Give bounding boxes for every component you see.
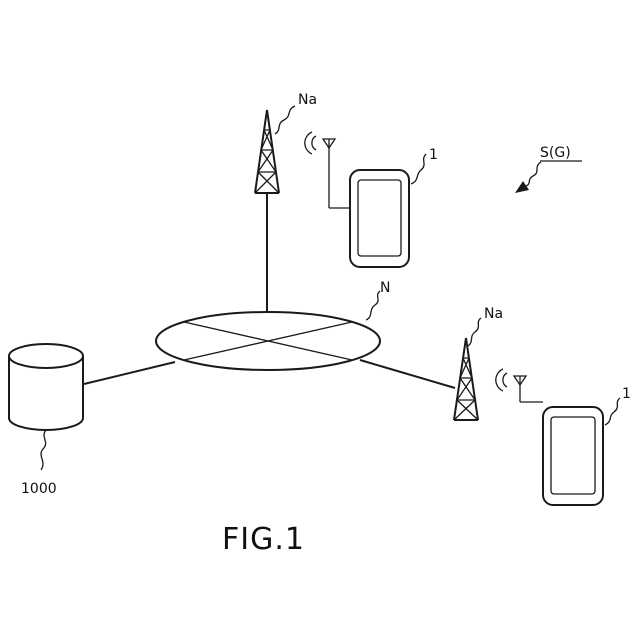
leader-terminal-right [605, 398, 620, 425]
server-link [84, 362, 175, 384]
leader-tower-top [275, 106, 295, 134]
system-arrow [515, 161, 582, 193]
mobile-terminal-top [350, 170, 409, 267]
label-tower-right: Na [484, 306, 503, 322]
leader-tower-right [468, 318, 481, 346]
label-network: N [380, 280, 390, 296]
base-station-tower-top [255, 110, 279, 193]
mobile-terminal-right [543, 407, 603, 505]
label-terminal-right: 1 [622, 386, 631, 402]
leader-server [41, 430, 46, 470]
antenna-right [496, 369, 543, 402]
label-terminal-top: 1 [429, 147, 438, 163]
tower-right-link [360, 360, 455, 388]
server-cylinder [9, 344, 83, 430]
base-station-tower-right [454, 338, 478, 420]
antenna-top [305, 132, 350, 208]
label-system: S(G) [540, 145, 571, 161]
leader-network [366, 291, 380, 320]
leader-terminal-top [411, 154, 426, 184]
label-server: 1000 [21, 481, 57, 497]
label-tower-top: Na [298, 92, 317, 108]
network-ellipse [156, 312, 380, 370]
figure-caption: FIG.1 [222, 522, 305, 557]
